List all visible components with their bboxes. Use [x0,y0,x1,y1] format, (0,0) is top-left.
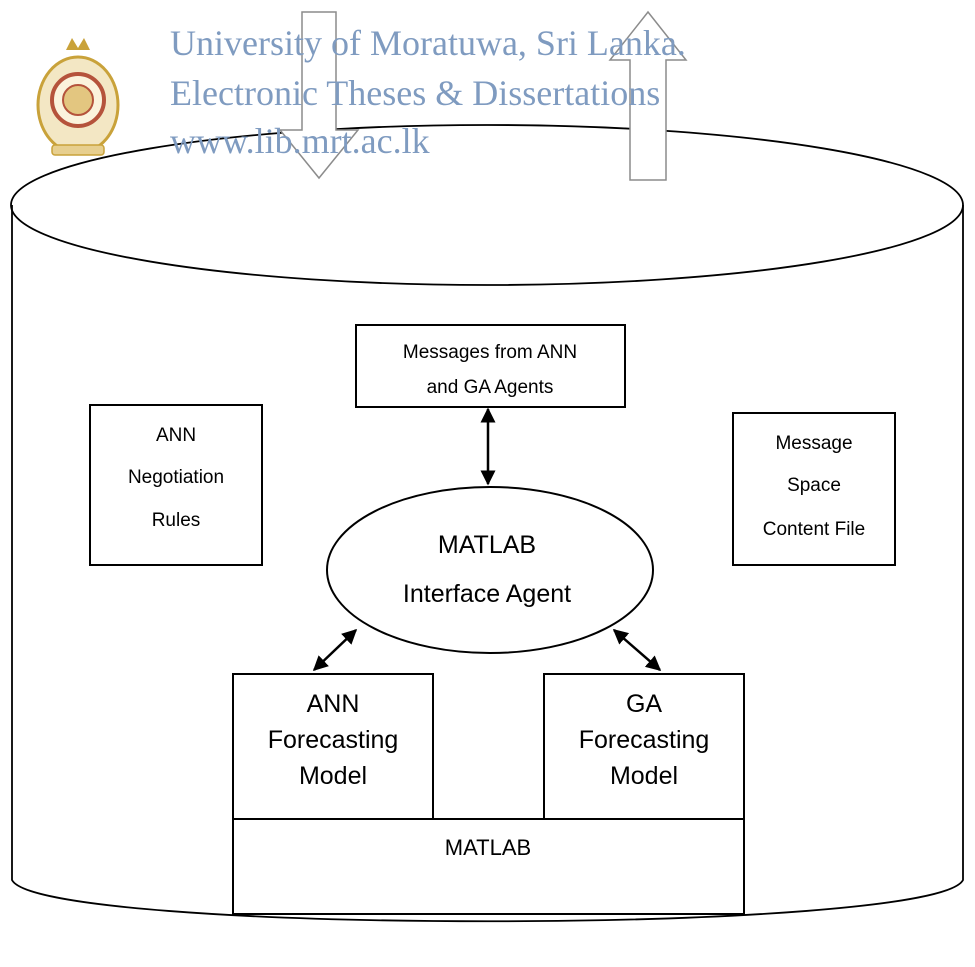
ann-model-line-2: Forecasting [268,726,399,754]
cylinder-top-ellipse [10,124,964,286]
ann-model-line-1: ANN [307,690,360,718]
messages-box-line-2: and GA Agents [427,377,554,398]
ann-model-box [232,673,434,820]
ga-model-line-1: GA [626,690,662,718]
message-space-box [732,412,896,566]
message-space-line-3: Content File [763,519,865,540]
matlab-base-box [232,818,745,915]
cylinder-body [11,205,964,923]
input-arrow-down-icon [278,11,360,180]
ga-model-line-3: Model [610,762,678,790]
agent-ann-connector [312,628,358,672]
interface-agent-line-1: MATLAB [438,531,536,559]
output-arrow-up-icon [608,10,688,181]
watermark-line-1: University of Moratuwa, Sri Lanka. [170,23,686,63]
watermark-line-2: Electronic Theses & Dissertations [170,73,660,113]
negotiation-rules-box [89,404,263,566]
interface-agent-ellipse [326,486,654,654]
message-space-line-1: Message [775,433,852,454]
agent-ga-connector [612,629,662,671]
interface-agent-line-2: Interface Agent [403,580,571,608]
message-space-line-2: Space [787,475,841,496]
matlab-base-label: MATLAB [445,835,531,860]
negotiation-rules-line-3: Rules [152,510,201,531]
watermark-line-3: www.lib.mrt.ac.lk [170,121,430,161]
university-crest-icon [36,38,120,156]
messages-box-line-1: Messages from ANN [403,342,577,363]
negotiation-rules-line-1: ANN [156,425,196,446]
ga-model-line-2: Forecasting [579,726,710,754]
ann-model-line-3: Model [299,762,367,790]
messages-box [355,324,626,408]
negotiation-rules-line-2: Negotiation [128,467,224,488]
